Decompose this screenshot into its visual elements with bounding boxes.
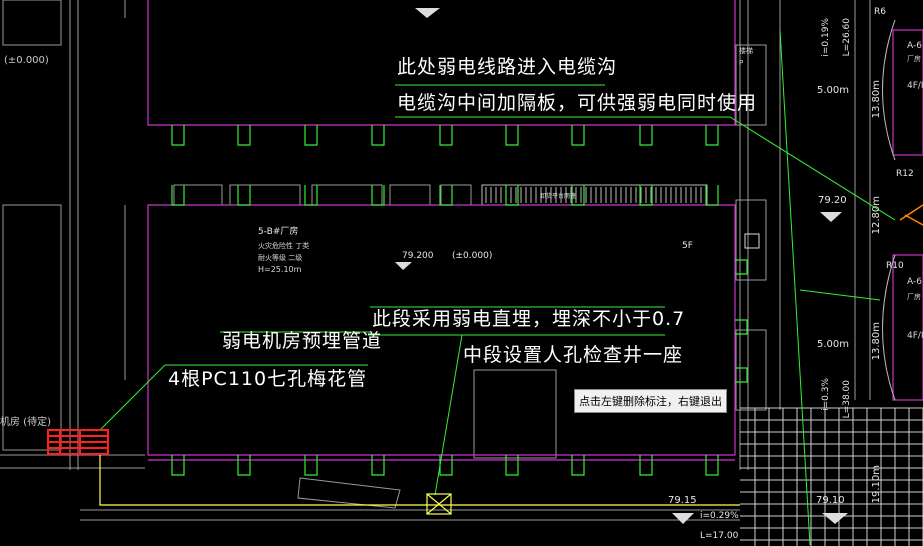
right-block-top-fl: 4F/I — [907, 81, 923, 91]
len-top: L=26.60 — [842, 18, 852, 57]
dist-5-00-bottom: 5.00m — [817, 339, 850, 350]
elev-top-left: (±0.000) — [4, 55, 49, 66]
dist-13-80-bottom: 13.80m — [871, 322, 882, 361]
pipe-bundle — [47, 429, 109, 455]
dist-12-80: 12.80m — [871, 196, 882, 235]
elevation-main-zero: (±0.000) — [452, 251, 493, 261]
paving-grid — [740, 407, 923, 546]
slope-top: i=0.19% — [821, 18, 831, 57]
elev-79-15: 79.15 — [668, 495, 697, 506]
slope-bottom: i=0.29% — [700, 511, 739, 521]
building-sub1: 火灾危险性 丁类 — [258, 242, 310, 250]
elev-79-20: 79.20 — [818, 195, 847, 206]
building-name: 5-B#厂房 — [258, 227, 299, 237]
dist-5-00-top: 5.00m — [817, 85, 850, 96]
slope-mid: i=0.3% — [821, 378, 831, 411]
elev-79-10: 79.10 — [816, 495, 845, 506]
right-block-bot-fl: 4F/I — [907, 331, 923, 341]
right-block-bot-sub: 厂房 — [907, 293, 921, 301]
leader-lines — [99, 29, 896, 546]
note3-line1: 弱电机房预埋管道 — [222, 330, 383, 352]
building-outline — [147, 0, 923, 461]
stair-p: P — [739, 59, 744, 67]
note2-line2: 中段设置人孔检查井一座 — [463, 344, 684, 366]
len-bottom: L=17.00 — [700, 531, 739, 541]
len-mid: L=38.00 — [842, 380, 852, 419]
road-curves — [882, 19, 896, 401]
r6-label: R6 — [874, 7, 886, 17]
right-block-top: A-6 — [907, 41, 922, 51]
building-height: H=25.10m — [258, 265, 302, 274]
floors-label: 5F — [682, 241, 693, 251]
elevation-main: 79.200 — [402, 251, 434, 261]
road-centerline — [899, 204, 923, 226]
right-block-top-sub: 厂房 — [907, 55, 921, 63]
dist-19-10: 19.10m — [871, 465, 882, 504]
dist-13-80-top: 13.80m — [871, 80, 882, 119]
canopy-text: 卸货平台雨篷 — [540, 193, 577, 200]
building-sub2: 耐火等级 二级 — [258, 254, 303, 262]
columns — [171, 125, 748, 476]
room-left-label: 机房 (待定) — [0, 417, 51, 428]
note3-line2: 4根PC110七孔梅花管 — [168, 368, 368, 390]
stair-label: 楼梯 — [739, 47, 753, 55]
site-boundary — [99, 455, 740, 515]
note2-line1: 此段采用弱电直埋，埋深不小于0.7 — [372, 308, 686, 330]
r10-label: R10 — [886, 261, 904, 271]
elevation-markers — [395, 8, 848, 524]
note1-line1: 此处弱电线路进入电缆沟 — [397, 56, 618, 78]
note1-line2: 电缆沟中间加隔板，可供强弱电同时使用 — [397, 92, 758, 114]
stair-symbol — [744, 233, 760, 249]
command-prompt-tooltip: 点击左键删除标注，右键退出 — [574, 389, 727, 413]
right-block-bot: A-6 — [907, 277, 922, 287]
r12-label: R12 — [896, 169, 914, 179]
